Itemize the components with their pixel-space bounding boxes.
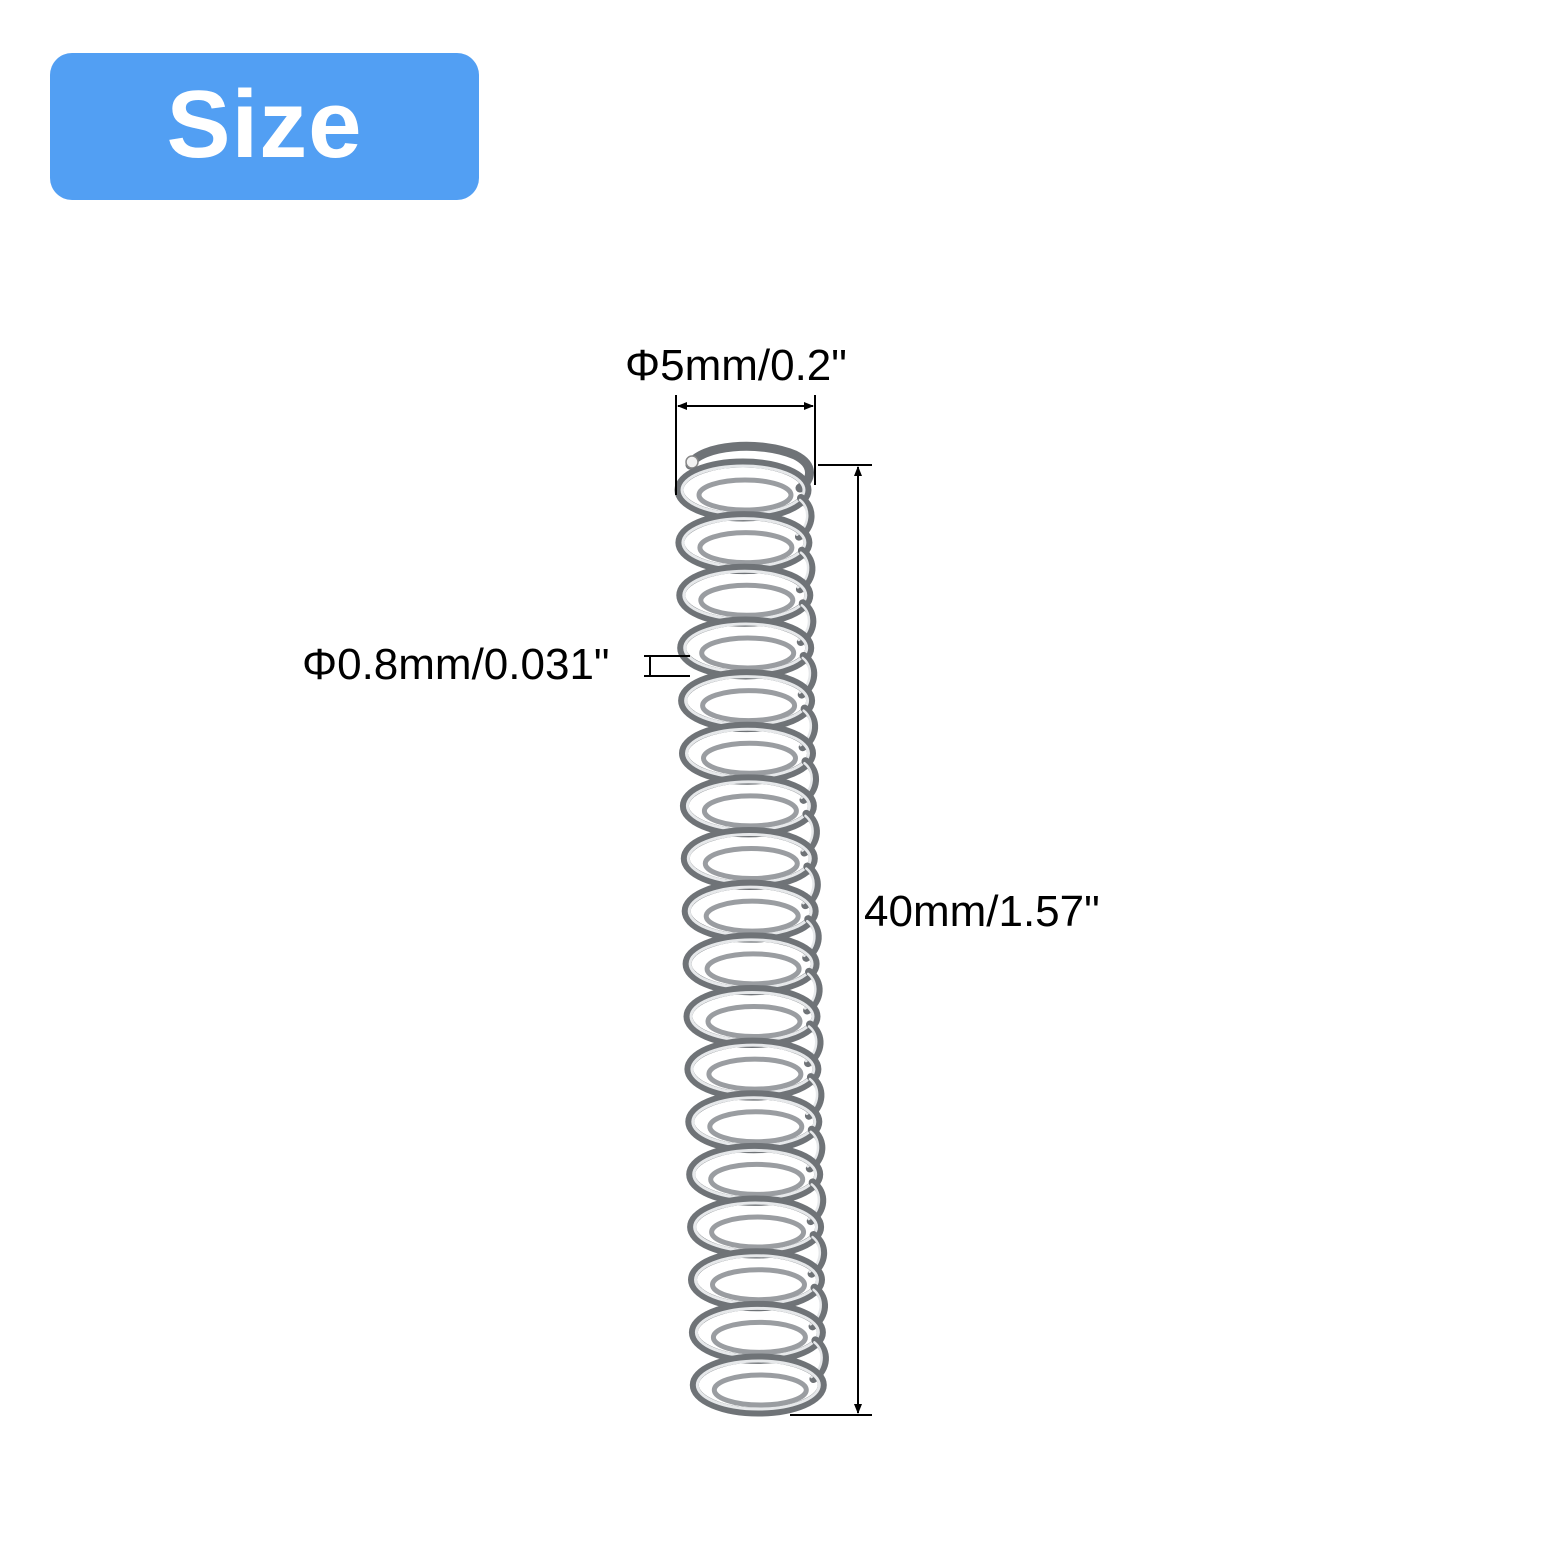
- coil-inner-shadow: [697, 530, 795, 566]
- coil-inner-shadow: [710, 1319, 808, 1355]
- free-length-dimension: [790, 464, 872, 1416]
- coil-inner-shadow: [700, 688, 798, 724]
- free-length-label: 40mm/1.57": [864, 887, 1100, 936]
- size-badge-label: Size: [166, 70, 363, 178]
- coil-inner-shadow: [705, 1003, 803, 1039]
- coil-inner-shadow: [702, 846, 800, 882]
- coil-inner-shadow: [706, 1056, 804, 1092]
- coil-inner-shadow: [703, 898, 801, 934]
- coil-inner-shadow: [699, 635, 797, 671]
- coil-highlight: [695, 1359, 821, 1411]
- coil-inner-shadow: [710, 1267, 807, 1303]
- wire-diameter-dimension: [644, 655, 690, 677]
- size-badge: Size: [50, 53, 479, 200]
- coil-inner-shadow: [708, 1161, 806, 1197]
- wire-diameter-label: Φ0.8mm/0.031": [302, 640, 610, 689]
- outer-diameter-dimension: [675, 395, 816, 495]
- coil-inner-shadow: [704, 951, 802, 987]
- wire-end-cross-section: [685, 455, 699, 469]
- coil-inner-shadow: [701, 793, 799, 829]
- coil-ring: [689, 1353, 827, 1417]
- compression-spring: [674, 441, 829, 1417]
- coil-inner-shadow: [707, 1109, 805, 1145]
- coil-inner-shadow: [711, 1372, 809, 1408]
- outer-diameter-label: Φ5mm/0.2": [625, 341, 847, 390]
- spring-top-end: [685, 441, 814, 493]
- coil-inner-shadow: [698, 582, 796, 618]
- coil-inner-shadow: [701, 740, 798, 776]
- coil-inner-shadow: [709, 1214, 807, 1250]
- coil-inner-shadow: [696, 477, 794, 513]
